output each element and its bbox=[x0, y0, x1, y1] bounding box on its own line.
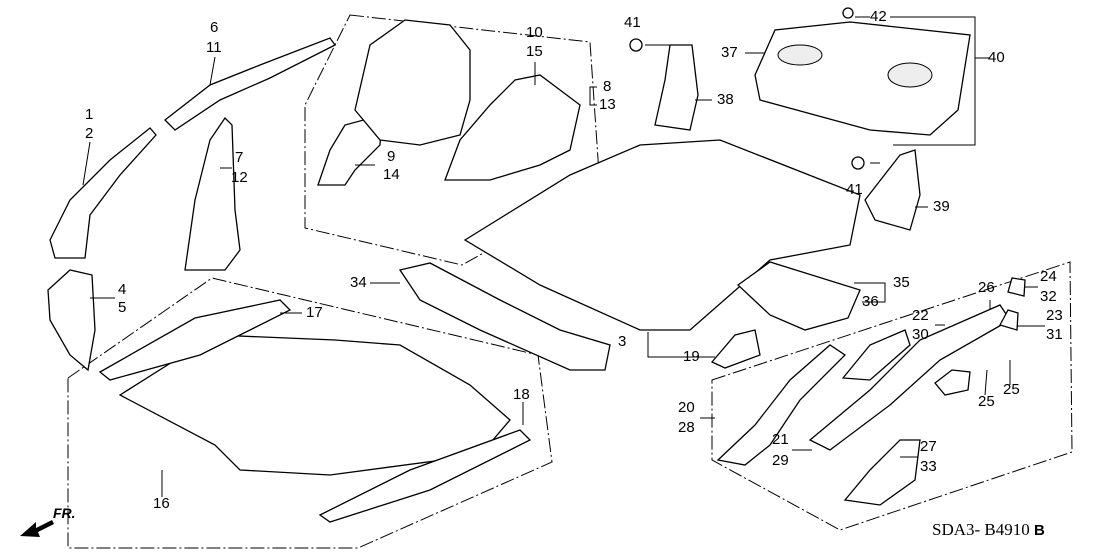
callout-24: 24 bbox=[1040, 268, 1057, 285]
part-extension-27 bbox=[843, 439, 921, 506]
part-bracket-23 bbox=[999, 309, 1019, 331]
part-bracket-38 bbox=[654, 44, 699, 131]
callout-37: 37 bbox=[721, 44, 738, 61]
callout-2: 2 bbox=[85, 125, 94, 142]
callout-28: 28 bbox=[678, 419, 695, 436]
front-direction-label: FR. bbox=[53, 505, 76, 521]
callout-30: 30 bbox=[912, 326, 929, 343]
callout-29: 29 bbox=[772, 452, 789, 469]
callout-3: 3 bbox=[618, 333, 627, 350]
part-roof-rail-6 bbox=[164, 37, 336, 131]
part-bracket-39 bbox=[864, 149, 921, 231]
callout-14: 14 bbox=[383, 166, 400, 183]
callout-20: 20 bbox=[678, 399, 695, 416]
part-inner-panel bbox=[354, 19, 471, 146]
callout-9: 9 bbox=[387, 148, 396, 165]
part-pillar-7 bbox=[184, 116, 241, 271]
part-frame-20 bbox=[716, 344, 847, 466]
callout-40: 40 bbox=[988, 49, 1005, 66]
diagram-code-text: SDA3- B4910 bbox=[932, 520, 1030, 539]
callout-42: 42 bbox=[870, 8, 887, 25]
part-crossmember-34 bbox=[398, 262, 611, 371]
callout-15: 15 bbox=[526, 43, 543, 60]
part-bracket-24 bbox=[1007, 277, 1026, 297]
front-direction-arrow-icon bbox=[20, 520, 54, 537]
callout-31: 31 bbox=[1046, 326, 1063, 343]
callout-17: 17 bbox=[306, 304, 323, 321]
part-pillar-1 bbox=[49, 127, 157, 259]
callout-13: 13 bbox=[599, 96, 616, 113]
callout-39: 39 bbox=[933, 198, 950, 215]
callout-10: 10 bbox=[526, 24, 543, 41]
part-bracket-30 bbox=[841, 329, 911, 381]
part-rear-floor-3 bbox=[463, 139, 861, 331]
part-front-floor bbox=[118, 334, 511, 476]
group-outline-front-floor bbox=[67, 277, 553, 549]
group-outline-upper-frame bbox=[304, 14, 601, 266]
callout-22: 22 bbox=[912, 307, 929, 324]
part-wheelhouse-10 bbox=[444, 74, 581, 181]
part-crossmember-35 bbox=[736, 261, 861, 331]
callout-12: 12 bbox=[231, 169, 248, 186]
callout-8: 8 bbox=[603, 78, 612, 95]
callout-4: 4 bbox=[118, 281, 127, 298]
diagram-code: SDA3- B4910 B bbox=[932, 520, 1045, 540]
callout-41-top: 41 bbox=[624, 14, 641, 31]
callout-18: 18 bbox=[513, 386, 530, 403]
callout-32: 32 bbox=[1040, 288, 1057, 305]
callout-5: 5 bbox=[118, 299, 127, 316]
callout-25-left: 25 bbox=[978, 393, 995, 410]
part-rear-shelf-37 bbox=[754, 21, 971, 136]
callout-6: 6 bbox=[210, 19, 219, 36]
part-sill-18 bbox=[318, 429, 532, 523]
part-bracket-19 bbox=[710, 329, 761, 369]
callout-25-right: 25 bbox=[1003, 381, 1020, 398]
diagram-code-suffix: B bbox=[1034, 522, 1045, 539]
part-sill-17 bbox=[98, 299, 292, 381]
callout-1: 1 bbox=[85, 106, 94, 123]
callout-38: 38 bbox=[717, 91, 734, 108]
callout-23: 23 bbox=[1046, 307, 1063, 324]
callout-19: 19 bbox=[683, 348, 700, 365]
callout-16: 16 bbox=[153, 495, 170, 512]
callout-11: 11 bbox=[206, 39, 222, 56]
part-panel-4 bbox=[47, 269, 96, 372]
callout-26: 26 bbox=[978, 279, 995, 296]
callout-41-bottom: 41 bbox=[846, 181, 863, 198]
callout-35: 35 bbox=[893, 274, 910, 291]
callout-33: 33 bbox=[920, 458, 937, 475]
callout-36: 36 bbox=[862, 293, 879, 310]
callout-7: 7 bbox=[235, 149, 244, 166]
part-frame-21 bbox=[808, 304, 1011, 451]
callout-21: 21 bbox=[772, 431, 789, 448]
callout-34: 34 bbox=[350, 274, 367, 291]
part-bracket-cup bbox=[934, 369, 971, 396]
callout-27: 27 bbox=[920, 438, 937, 455]
